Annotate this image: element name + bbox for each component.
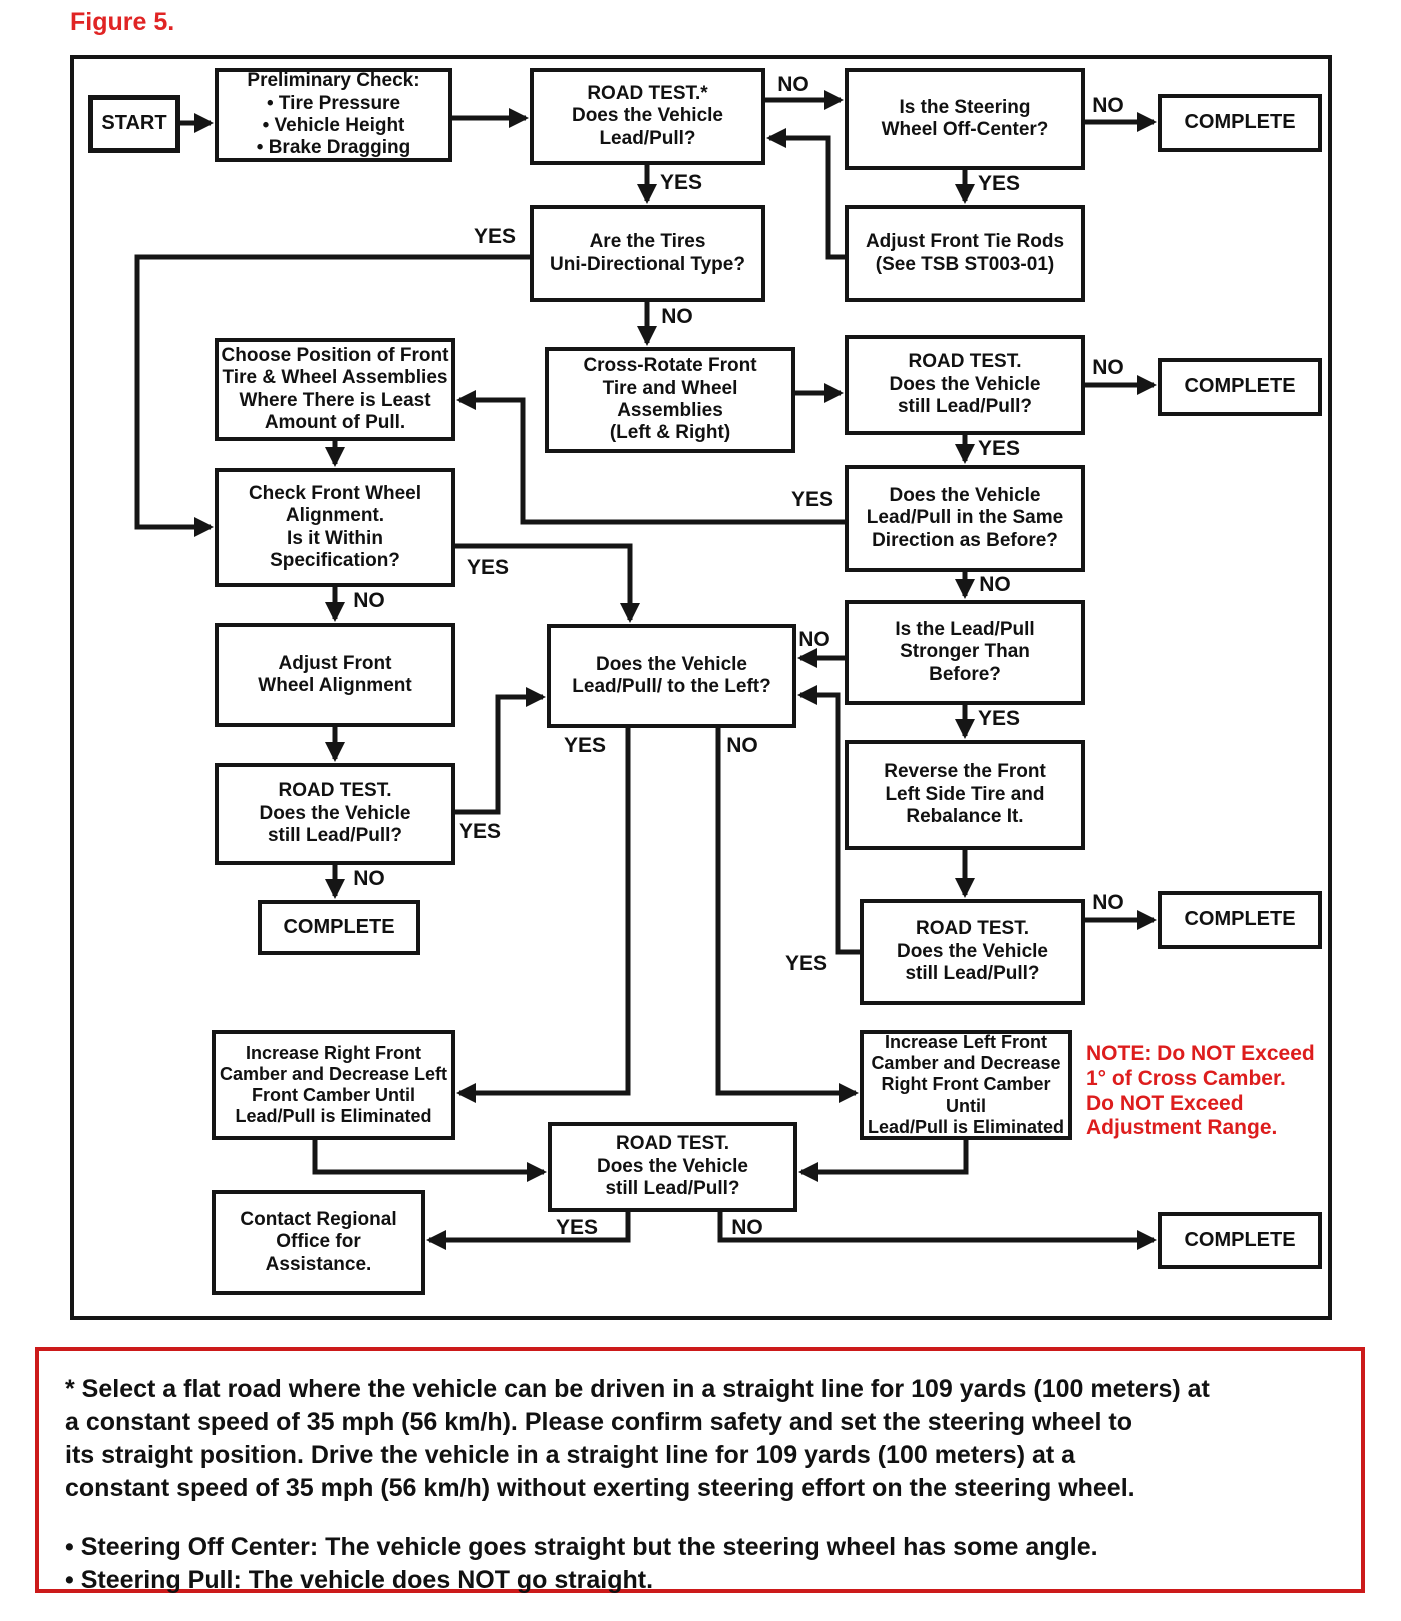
node-increase-right-camber: Increase Right Front Camber and Decrease… <box>212 1030 455 1140</box>
camber-warning-note: NOTE: Do NOT Exceed 1° of Cross Camber. … <box>1086 1042 1315 1140</box>
node-increase-left-camber: Increase Left Front Camber and Decrease … <box>860 1030 1072 1140</box>
edge-label-yes-roadtest5-yes-contact: YES <box>555 1216 599 1239</box>
footnote-road-test-instructions: * Select a flat road where the vehicle c… <box>65 1375 1210 1502</box>
node-stronger-than-before: Is the Lead/Pull Stronger Than Before? <box>845 600 1085 705</box>
node-choose-position: Choose Position of Front Tire & Wheel As… <box>215 338 455 441</box>
node-cross-rotate: Cross-Rotate Front Tire and Wheel Assemb… <box>545 347 795 453</box>
node-road-test-initial: ROAD TEST.* Does the Vehicle Lead/Pull? <box>530 68 765 165</box>
node-same-direction: Does the Vehicle Lead/Pull in the Same D… <box>845 465 1085 572</box>
edge-label-no-unidirectional-no-crossrotate: NO <box>661 305 693 328</box>
edge-label-yes-stronger-yes-reverse: YES <box>977 707 1021 730</box>
figure-title: Figure 5. <box>70 8 175 36</box>
edge-label-no-roadtest2-no-complete: NO <box>1092 356 1124 379</box>
node-complete-after-rotate: COMPLETE <box>1158 358 1322 416</box>
edge-label-no-offcenter-no-complete: NO <box>1092 94 1124 117</box>
edge-label-no-samedirection-no-stronger: NO <box>979 573 1011 596</box>
node-steering-wheel-off-center: Is the Steering Wheel Off-Center? <box>845 68 1085 170</box>
edge-label-no-roadtest5-no-complete: NO <box>731 1216 763 1239</box>
edge-label-yes-samedirection-yes-chooseposition: YES <box>790 488 834 511</box>
node-contact-regional-office: Contact Regional Office for Assistance. <box>212 1190 425 1295</box>
edge-label-yes-leadpullleft-yes-increaseright: YES <box>563 734 607 757</box>
node-check-alignment: Check Front Wheel Alignment. Is it Withi… <box>215 468 455 587</box>
footnote-definitions: • Steering Off Center: The vehicle goes … <box>65 1533 1098 1594</box>
node-road-test-after-rebalance: ROAD TEST. Does the Vehicle still Lead/P… <box>860 899 1085 1005</box>
edge-label-no-roadtest3-no-complete: NO <box>353 867 385 890</box>
edge-label-no-roadtest-no-offcenter: NO <box>777 73 809 96</box>
node-complete-after-rebalance: COMPLETE <box>1158 891 1322 949</box>
edge-label-yes-checkalignment-yes-leadpullleft: YES <box>466 556 510 579</box>
edge-label-no-roadtest4-no-complete: NO <box>1092 891 1124 914</box>
road-test-footnote: * Select a flat road where the vehicle c… <box>35 1347 1365 1594</box>
node-reverse-left-tire: Reverse the Front Left Side Tire and Reb… <box>845 740 1085 850</box>
edge-label-yes-roadtest4-yes-leadpullleft: YES <box>784 952 828 975</box>
node-start: START <box>88 95 180 153</box>
node-complete-final: COMPLETE <box>1158 1212 1322 1269</box>
node-road-test-after-rotate: ROAD TEST. Does the Vehicle still Lead/P… <box>845 335 1085 435</box>
node-tires-unidirectional: Are the Tires Uni-Directional Type? <box>530 205 765 302</box>
node-preliminary-check: Preliminary Check: • Tire Pressure • Veh… <box>215 68 452 162</box>
edge-label-no-checkalignment-no-adjustalignment: NO <box>353 589 385 612</box>
edge-label-yes-offcenter-yes-tierods: YES <box>977 172 1021 195</box>
edge-label-yes-roadtest3-yes-leadpullleft: YES <box>458 820 502 843</box>
edge-label-no-leadpullleft-no-increaseleft: NO <box>726 734 758 757</box>
edge-label-yes-roadtest2-yes-samedirection: YES <box>977 437 1021 460</box>
edge-label-yes-unidirectional-yes-checkalignment: YES <box>473 225 517 248</box>
node-road-test-after-camber: ROAD TEST. Does the Vehicle still Lead/P… <box>548 1122 797 1212</box>
node-complete-after-alignment: COMPLETE <box>258 900 420 955</box>
edge-label-yes-roadtest-yes-unidirectional: YES <box>659 171 703 194</box>
node-complete-top: COMPLETE <box>1158 94 1322 152</box>
node-lead-pull-left: Does the Vehicle Lead/Pull/ to the Left? <box>547 624 796 728</box>
node-adjust-alignment: Adjust Front Wheel Alignment <box>215 623 455 727</box>
node-adjust-tie-rods: Adjust Front Tie Rods (See TSB ST003-01) <box>845 205 1085 302</box>
edge-label-no-stronger-no-leadpullleft: NO <box>798 628 830 651</box>
node-road-test-after-alignment: ROAD TEST. Does the Vehicle still Lead/P… <box>215 763 455 865</box>
